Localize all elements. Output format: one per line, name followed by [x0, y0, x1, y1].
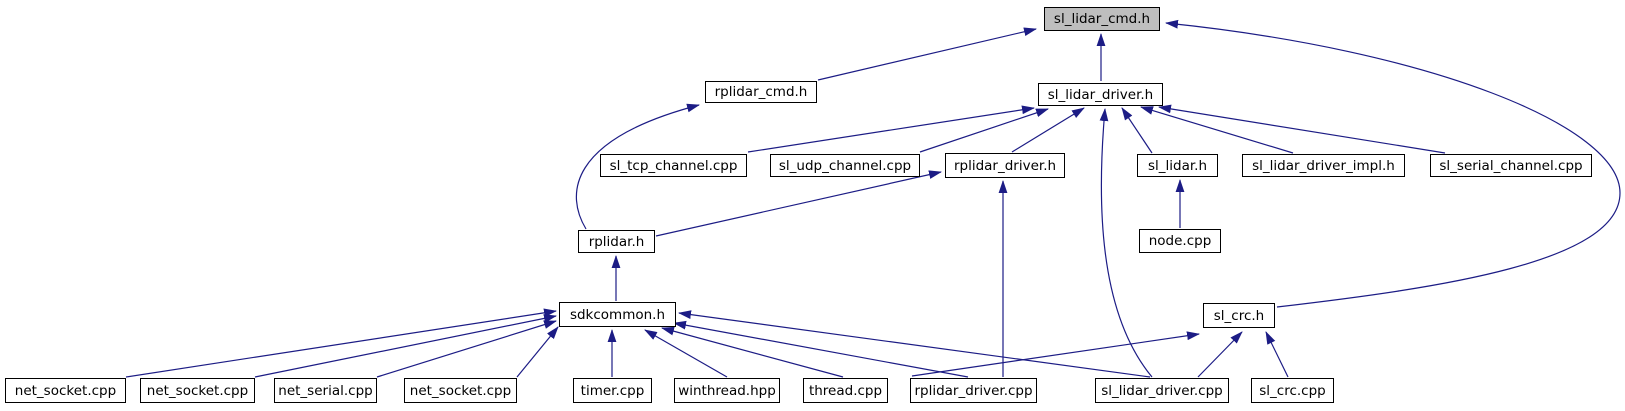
node-rplidar-cmd-h[interactable]: rplidar_cmd.h	[705, 81, 817, 103]
node-sl-lidar-driver-cpp[interactable]: sl_lidar_driver.cpp	[1095, 378, 1229, 403]
node-sdkcommon-h[interactable]: sdkcommon.h	[559, 302, 676, 327]
node-winthread-hpp[interactable]: winthread.hpp	[674, 378, 780, 403]
node-node-cpp[interactable]: node.cpp	[1139, 229, 1221, 253]
node-sl-tcp-channel-cpp[interactable]: sl_tcp_channel.cpp	[600, 154, 747, 177]
node-sl-lidar-driver-impl-h[interactable]: sl_lidar_driver_impl.h	[1242, 154, 1405, 177]
node-net-socket-cpp-3[interactable]: net_socket.cpp	[404, 378, 517, 403]
node-sl-lidar-driver-h[interactable]: sl_lidar_driver.h	[1038, 83, 1163, 106]
node-net-socket-cpp-2[interactable]: net_socket.cpp	[140, 378, 255, 403]
node-rplidar-h[interactable]: rplidar.h	[578, 230, 655, 253]
node-sl-udp-channel-cpp[interactable]: sl_udp_channel.cpp	[770, 154, 920, 177]
node-sl-crc-h[interactable]: sl_crc.h	[1203, 303, 1275, 328]
node-sl-lidar-cmd-h[interactable]: sl_lidar_cmd.h	[1044, 7, 1160, 31]
node-thread-cpp[interactable]: thread.cpp	[803, 378, 888, 403]
node-rplidar-driver-cpp[interactable]: rplidar_driver.cpp	[910, 378, 1037, 403]
node-sl-lidar-h[interactable]: sl_lidar.h	[1137, 154, 1218, 177]
node-net-serial-cpp[interactable]: net_serial.cpp	[274, 378, 377, 403]
node-rplidar-driver-h[interactable]: rplidar_driver.h	[945, 153, 1065, 178]
node-sl-crc-cpp[interactable]: sl_crc.cpp	[1251, 378, 1334, 403]
node-net-socket-cpp-1[interactable]: net_socket.cpp	[5, 378, 126, 403]
node-timer-cpp[interactable]: timer.cpp	[573, 378, 652, 403]
node-sl-serial-channel-cpp[interactable]: sl_serial_channel.cpp	[1430, 154, 1592, 177]
